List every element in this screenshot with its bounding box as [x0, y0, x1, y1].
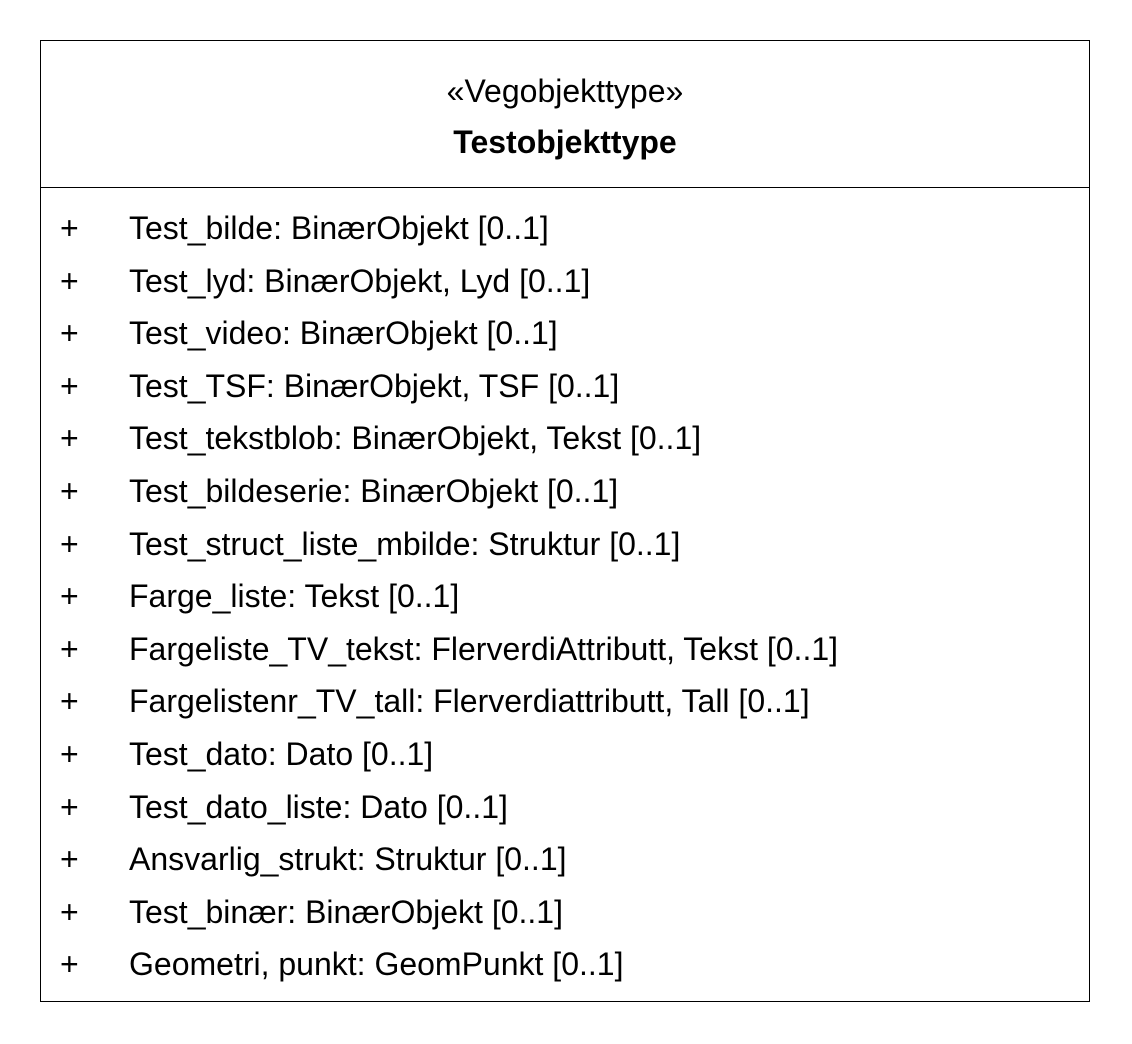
attribute-visibility: + [60, 788, 79, 825]
attribute-visibility: + [60, 315, 79, 352]
attribute-row: + Test_TSF: BinærObjekt, TSF [0..1] [41, 366, 1089, 419]
attribute-visibility: + [60, 420, 79, 457]
attribute-row: + Test_tekstblob: BinærObjekt, Tekst [0..… [41, 418, 1089, 471]
attribute-text: Ansvarlig_strukt: Struktur [0..1] [129, 841, 567, 878]
attribute-visibility: + [60, 367, 79, 404]
attribute-visibility: + [60, 525, 79, 562]
attribute-row: + Test_dato_liste: Dato [0..1] [41, 787, 1089, 840]
attribute-visibility: + [60, 893, 79, 930]
attribute-row: + Geometri, punkt: GeomPunkt [0..1] [41, 944, 1089, 997]
class-stereotype: «Vegobjekttype» [446, 73, 684, 109]
attribute-text: Test_dato_liste: Dato [0..1] [129, 788, 508, 825]
attribute-visibility: + [60, 630, 79, 667]
class-header: «Vegobjekttype» Testobjekttype [41, 41, 1089, 188]
class-name: Testobjekttype [453, 124, 677, 160]
attribute-text: Test_TSF: BinærObjekt, TSF [0..1] [129, 367, 620, 404]
attribute-row: + Test_struct_liste_mbilde: Struktur [0..… [41, 524, 1089, 577]
attribute-row: + Test_bilde: BinærObjekt [0..1] [41, 208, 1089, 261]
attribute-row: + Ansvarlig_strukt: Struktur [0..1] [41, 839, 1089, 892]
attribute-visibility: + [60, 841, 79, 878]
attribute-row: + Farge_liste: Tekst [0..1] [41, 576, 1089, 629]
attribute-text: Test_bildeserie: BinærObjekt [0..1] [129, 472, 619, 509]
attribute-row: + Fargeliste_TV_tekst: FlerverdiAttributt… [41, 629, 1089, 682]
attribute-row: + Fargelistenr_TV_tall: Flerverdiattribut… [41, 681, 1089, 734]
attribute-visibility: + [60, 262, 79, 299]
attribute-text: Test_dato: Dato [0..1] [129, 735, 434, 772]
attribute-visibility: + [60, 735, 79, 772]
attribute-row: + Test_lyd: BinærObjekt, Lyd [0..1] [41, 261, 1089, 314]
attribute-text: Fargeliste_TV_tekst: FlerverdiAttributt,… [129, 630, 839, 667]
attribute-row: + Test_bildeserie: BinærObjekt [0..1] [41, 471, 1089, 524]
attribute-text: Test_tekstblob: BinærObjekt, Tekst [0..1… [129, 420, 702, 457]
uml-class-box: «Vegobjekttype» Testobjekttype + Test_bil… [40, 40, 1090, 1002]
attribute-text: Test_lyd: BinærObjekt, Lyd [0..1] [129, 262, 591, 299]
attribute-visibility: + [60, 210, 79, 246]
attribute-text: Test_video: BinærObjekt [0..1] [129, 315, 558, 352]
attribute-text: Fargelistenr_TV_tall: Flerverdiattributt… [129, 683, 810, 720]
attribute-visibility: + [60, 578, 79, 615]
attribute-text: Geometri, punkt: GeomPunkt [0..1] [129, 946, 624, 983]
attribute-text: Test_binær: BinærObjekt [0..1] [129, 893, 563, 930]
attribute-text: Test_struct_liste_mbilde: Struktur [0..1… [129, 525, 681, 562]
attribute-row: + Test_binær: BinærObjekt [0..1] [41, 892, 1089, 945]
attribute-row: + Test_video: BinærObjekt [0..1] [41, 313, 1089, 366]
attribute-text: Test_bilde: BinærObjekt [0..1] [129, 210, 549, 246]
attribute-visibility: + [60, 946, 79, 983]
attribute-row: + Test_dato: Dato [0..1] [41, 734, 1089, 787]
attribute-text: Farge_liste: Tekst [0..1] [129, 578, 460, 615]
attribute-visibility: + [60, 472, 79, 509]
attribute-list: + Test_bilde: BinærObjekt [0..1] + Test_ly… [41, 208, 1089, 997]
attribute-visibility: + [60, 683, 79, 720]
